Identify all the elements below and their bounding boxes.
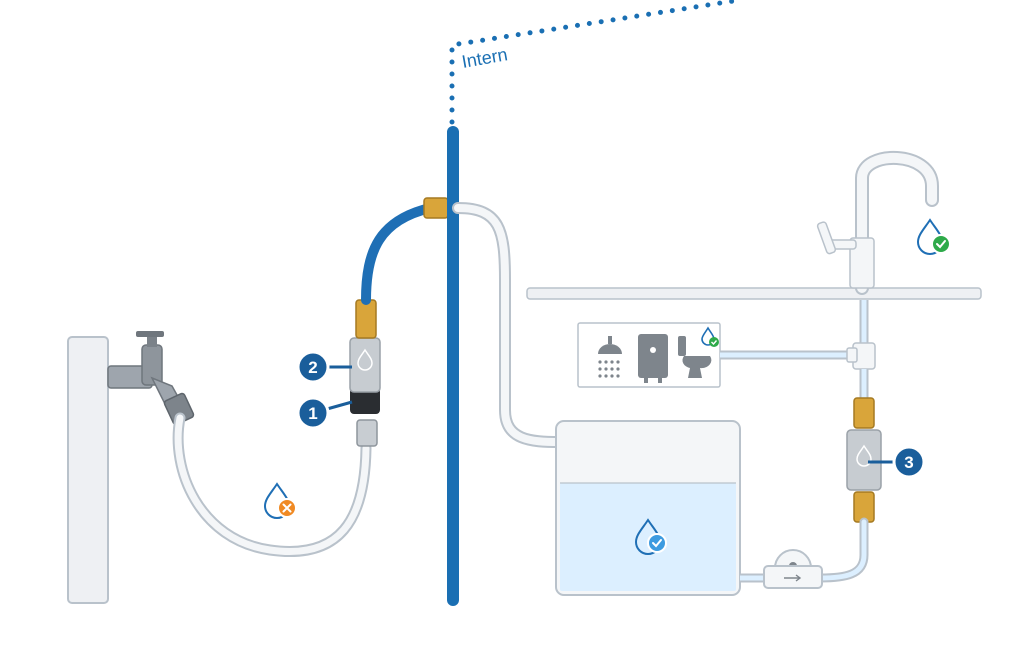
garden-tap bbox=[107, 331, 195, 426]
tee-fitting bbox=[846, 342, 876, 370]
marker-1: 1 bbox=[296, 396, 353, 430]
water-tank bbox=[555, 420, 741, 596]
marker-2-label: 2 bbox=[308, 358, 317, 377]
appliance-panel bbox=[577, 322, 721, 388]
kitchen-faucet bbox=[816, 151, 939, 295]
marker-1-label: 1 bbox=[308, 404, 317, 423]
countertop bbox=[526, 287, 982, 300]
wall-post bbox=[67, 336, 109, 604]
inner-pipe bbox=[454, 204, 564, 446]
marker-3: 3 bbox=[868, 445, 926, 479]
shower-icon bbox=[598, 336, 622, 378]
drop-with-x-icon bbox=[263, 482, 297, 519]
intern-boundary: Intern bbox=[449, 0, 743, 125]
filter3-upper-brass bbox=[853, 397, 875, 429]
lower-connector bbox=[356, 419, 378, 447]
marker-2: 2 bbox=[296, 350, 352, 384]
wall-filter bbox=[349, 337, 381, 414]
drop-with-check-icon bbox=[916, 218, 951, 255]
marker-3-label: 3 bbox=[904, 453, 913, 472]
blue-hose bbox=[361, 203, 435, 305]
upper-brass-connector bbox=[355, 299, 377, 339]
wall-brass-coupling bbox=[423, 197, 449, 219]
appliance-drop-check-icon bbox=[701, 326, 719, 347]
water-heater-icon bbox=[638, 334, 668, 383]
kitchen-filter bbox=[846, 429, 882, 491]
intern-label: Intern bbox=[460, 44, 509, 72]
garden-hose bbox=[174, 414, 370, 555]
toilet-icon bbox=[678, 336, 712, 378]
pump bbox=[763, 549, 823, 589]
tank-check-icon bbox=[647, 533, 667, 553]
